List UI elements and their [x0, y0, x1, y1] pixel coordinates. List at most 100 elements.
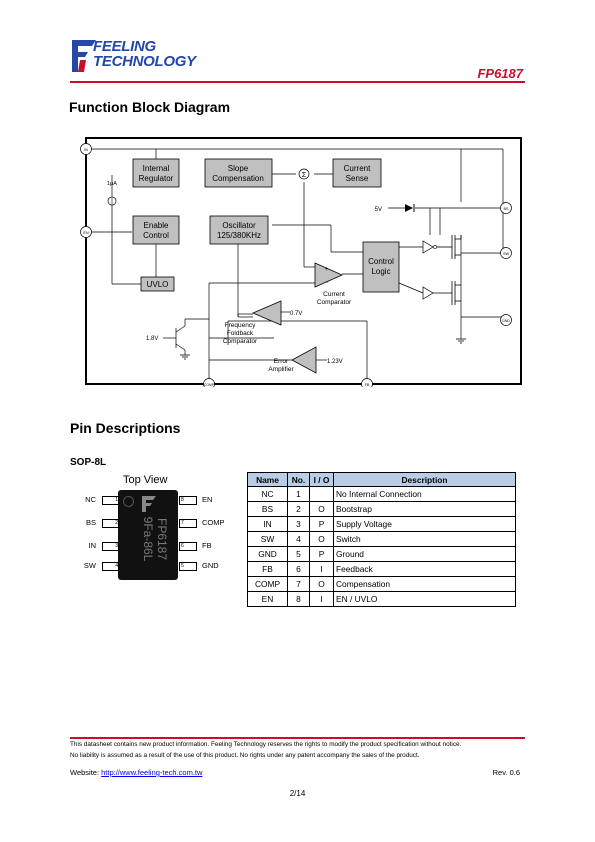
pin-sw: SW — [500, 247, 512, 259]
svg-text:Foldback: Foldback — [227, 330, 254, 337]
svg-text:Frequency: Frequency — [225, 322, 256, 329]
block-control-logic: Control Logic — [362, 241, 400, 293]
pin-lead: 6 — [179, 542, 197, 551]
pin-in: IN — [80, 143, 92, 155]
svg-text:COMP: COMP — [204, 383, 215, 387]
current-comparator: + − Current Comparator — [314, 262, 352, 306]
svg-text:+: + — [325, 267, 329, 273]
pin-lead: 4 — [102, 562, 119, 571]
cell-no: 2 — [287, 501, 310, 517]
header-divider — [70, 81, 525, 83]
pin-label-right: FB — [202, 541, 212, 550]
cell-description: EN / UVLO — [333, 591, 516, 607]
cell-description: Bootstrap — [333, 501, 516, 517]
pin-lead: 2 — [102, 519, 119, 528]
cell-io: O — [309, 531, 334, 547]
page-number: 2/14 — [289, 789, 306, 798]
pin-lead: 1 — [102, 496, 119, 505]
svg-text:IN: IN — [84, 148, 88, 152]
cell-io: I — [309, 591, 334, 607]
svg-text:0.7V: 0.7V — [290, 311, 302, 317]
cell-io: I — [309, 561, 334, 577]
diagram-wires — [90, 148, 504, 384]
cell-no: 1 — [287, 486, 310, 502]
cell-description: No Internal Connection — [333, 486, 516, 502]
block-enable-control: Enable Control — [132, 215, 180, 245]
pin-lead: 7 — [179, 519, 197, 528]
cell-no: 3 — [287, 516, 310, 532]
pin-fb: FB — [361, 378, 373, 387]
ground-icon — [180, 338, 466, 360]
block-slope-compensation: Slope Compensation — [204, 158, 273, 188]
cell-name: IN — [247, 516, 288, 532]
svg-text:UVLO: UVLO — [147, 280, 169, 289]
company-logo: FEELING TECHNOLOGY — [70, 36, 230, 76]
diagram-frame — [85, 137, 522, 385]
gate-driver-bottom — [422, 286, 434, 300]
col-header-name: Name — [247, 472, 288, 487]
cell-io: P — [309, 546, 334, 562]
svg-text:125/380KHz: 125/380KHz — [217, 231, 261, 240]
logo-line2: TECHNOLOGY — [93, 53, 196, 70]
cell-name: SW — [247, 531, 288, 547]
error-amplifier: 1.23V Error Amplifier — [268, 346, 343, 374]
cell-description: Compensation — [333, 576, 516, 592]
svg-text:Sense: Sense — [346, 174, 369, 183]
pin-gnd: GND — [500, 314, 512, 326]
svg-text:Control: Control — [143, 231, 169, 240]
svg-text:1.23V: 1.23V — [327, 359, 343, 365]
svg-text:SW: SW — [503, 252, 510, 256]
block-internal-regulator: Internal Regulator — [132, 158, 180, 188]
pin-lead: 8 — [179, 496, 197, 505]
block-current-sense: Current Sense — [332, 158, 382, 188]
mosfet-high-icon — [437, 235, 462, 259]
current-source-label: 1μA — [107, 181, 117, 187]
freq-foldback-comparator: 0.7V Frequency Foldback Comparator — [223, 300, 302, 345]
svg-text:−: − — [325, 280, 329, 286]
cell-no: 8 — [287, 591, 310, 607]
cell-name: GND — [247, 546, 288, 562]
col-header-no: No. — [287, 472, 310, 487]
chip-marking-line2: 9Fa-86L — [141, 516, 155, 562]
svg-text:BS: BS — [503, 207, 509, 211]
cell-io: O — [309, 501, 334, 517]
col-header-description: Description — [333, 472, 516, 487]
logo-mark-icon — [72, 40, 96, 72]
block-oscillator: Oscillator 125/380KHz — [209, 215, 269, 245]
svg-text:Comparator: Comparator — [223, 338, 258, 345]
cell-io — [309, 486, 334, 502]
chip-logo-icon — [142, 496, 156, 512]
footer-website: Website: http://www.feeling-tech.com.tw — [70, 768, 202, 777]
pin-label-right: EN — [202, 495, 213, 504]
cell-description: Supply Voltage — [333, 516, 516, 532]
sum-node: Σ — [298, 168, 310, 180]
svg-text:Amplifier: Amplifier — [268, 366, 294, 373]
pin-descriptions-title: Pin Descriptions — [70, 420, 181, 436]
revision: Rev. 0.6 — [492, 768, 520, 777]
pin-lead: 3 — [102, 542, 119, 551]
website-link[interactable]: http://www.feeling-tech.com.tw — [101, 768, 203, 777]
cell-name: EN — [247, 591, 288, 607]
block-diagram: Internal Regulator Slope Compensation Cu… — [80, 137, 522, 387]
cell-description: Feedback — [333, 561, 516, 577]
pin-label-left: BS — [85, 518, 96, 527]
svg-text:Comparator: Comparator — [317, 299, 352, 306]
current-source-icon — [107, 196, 117, 206]
footer-disclaimer-1: This datasheet contains new product info… — [70, 741, 462, 748]
svg-text:GND: GND — [502, 319, 510, 323]
pin-lead: 5 — [179, 562, 197, 571]
gate-driver-top — [422, 240, 437, 254]
block-diagram-title: Function Block Diagram — [69, 99, 231, 115]
doc-number: FP6187 — [477, 66, 523, 81]
pin1-marker-icon — [123, 496, 134, 507]
svg-text:Current: Current — [344, 164, 371, 173]
col-header-io: I / O — [309, 472, 334, 487]
logo-line1: FEELING — [93, 38, 156, 55]
